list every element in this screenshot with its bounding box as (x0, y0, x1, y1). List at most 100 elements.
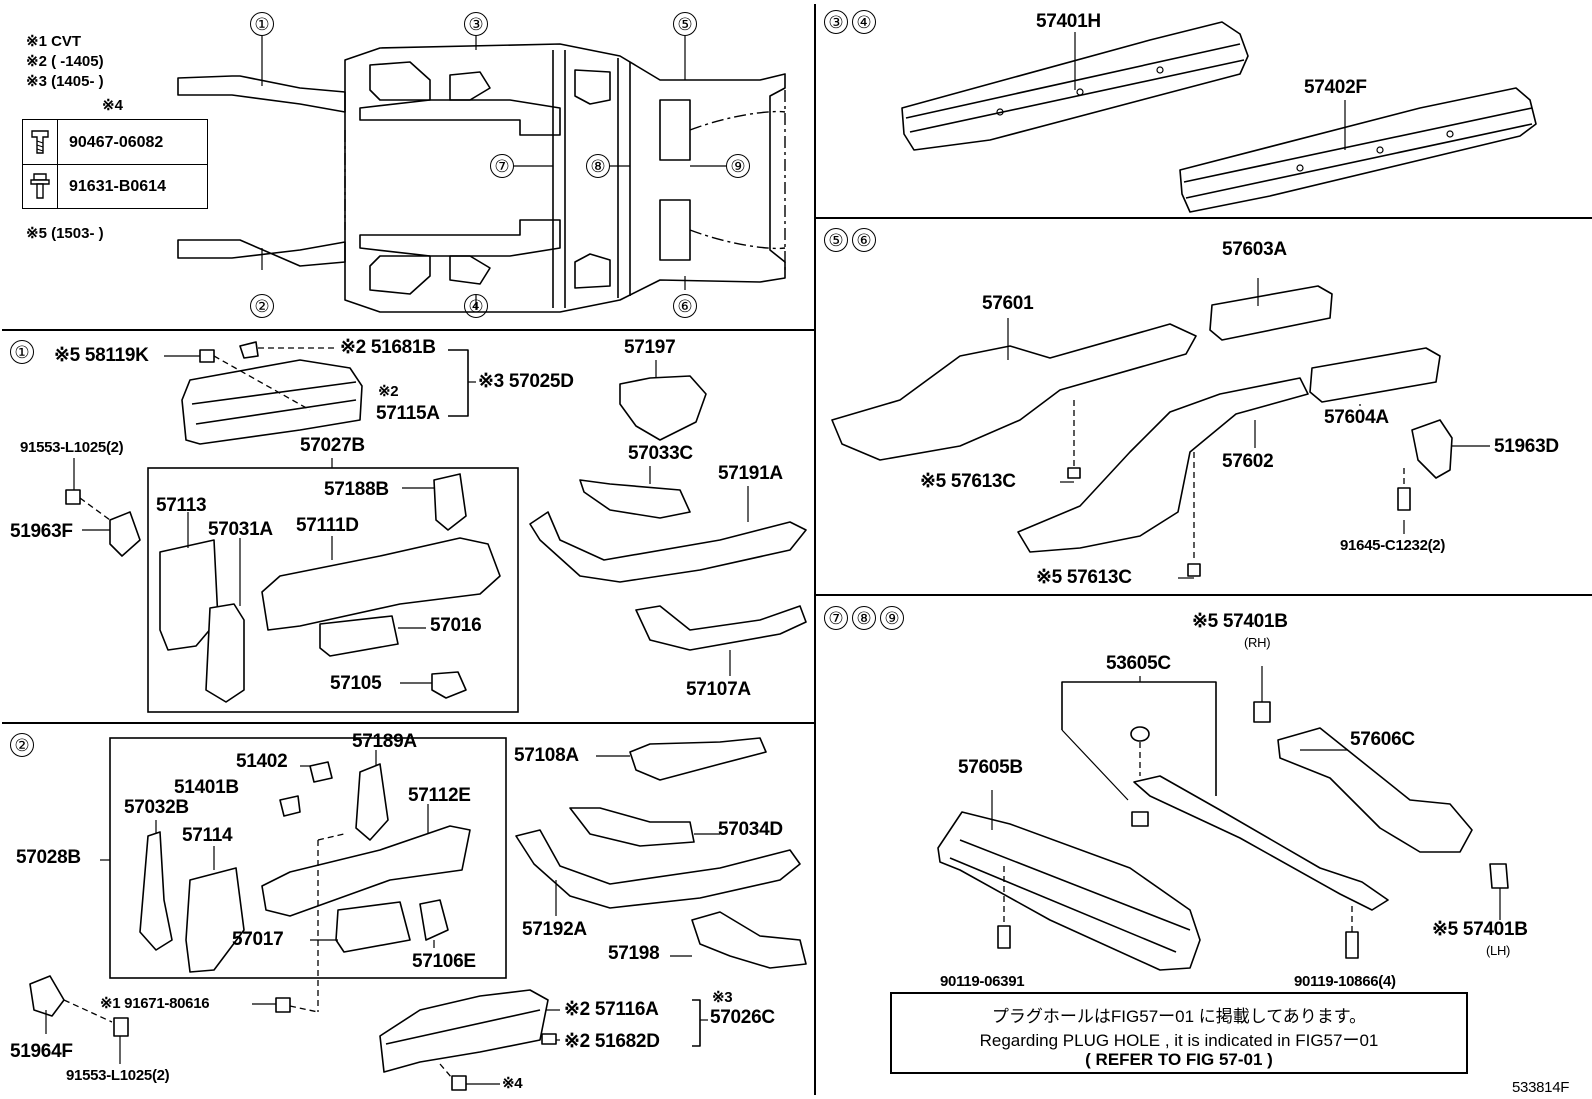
section-head-6: ⑥ (852, 228, 876, 252)
part-label-note: ※3 (712, 989, 733, 1006)
part-label[interactable]: 57401H (1036, 11, 1101, 32)
note-cvt: ※1 CVT (26, 33, 82, 50)
note-from-1405: ※3 (1405- ) (26, 73, 104, 90)
callout-1: ① (250, 12, 274, 36)
fastener-table: 90467-06082 91631-B0614 (22, 119, 208, 209)
part-label[interactable]: 90119-06391 (940, 973, 1025, 990)
part-label-note: ※4 (502, 1075, 523, 1092)
part-label[interactable]: 51964F (10, 1041, 73, 1062)
part-label[interactable]: 57402F (1304, 77, 1367, 98)
part-label[interactable]: 90119-10866(4) (1294, 973, 1396, 990)
section-head-9: ⑨ (880, 606, 904, 630)
figure-code: 533814F (1512, 1079, 1570, 1096)
part-label[interactable]: 57198 (608, 943, 660, 964)
part-label[interactable]: 57032B (124, 797, 189, 818)
fastener-row: 91631-B0614 (23, 164, 207, 208)
part-label[interactable]: 51402 (236, 751, 288, 772)
part-label[interactable]: ※2 57116A (564, 999, 659, 1020)
part-label[interactable]: ※2 51681B (340, 337, 436, 358)
section-head-2: ② (10, 733, 34, 757)
notice-line-ref: ( REFER TO FIG 57-01 ) (1085, 1050, 1273, 1069)
notice-line-jp: プラグホールはFIG57ー01 に掲載してあります。 (991, 1007, 1367, 1026)
bolt-icon (23, 120, 58, 164)
part-label[interactable]: 57016 (430, 615, 482, 636)
section-head-1: ① (10, 340, 34, 364)
fastener-row: 90467-06082 (23, 120, 207, 165)
part-label[interactable]: 57106E (412, 951, 476, 972)
part-label[interactable]: ※5 57613C (1036, 567, 1132, 588)
fastener-number: 91631-B0614 (69, 178, 166, 195)
part-label[interactable]: 57113 (156, 495, 207, 516)
part-label[interactable]: 57189A (352, 731, 417, 752)
part-label[interactable]: 53605C (1106, 653, 1171, 674)
section2-parts (29, 737, 807, 1091)
part-label[interactable]: 57601 (982, 293, 1034, 314)
part-label[interactable]: ※3 57025D (478, 371, 574, 392)
part-label[interactable]: 57034D (718, 819, 783, 840)
part-label-note: ※2 (378, 383, 399, 400)
part-label[interactable]: 91553-L1025(2) (66, 1067, 170, 1084)
section1-parts (65, 341, 807, 713)
section-head-5: ⑤ (824, 228, 848, 252)
members-57605B-57606C (937, 666, 1509, 971)
rails-57401H-57402F (901, 21, 1537, 213)
part-label[interactable]: ※5 57401B (1192, 611, 1288, 632)
part-label[interactable]: ※2 51682D (564, 1031, 660, 1052)
part-label[interactable]: 57606C (1350, 729, 1415, 750)
part-label[interactable]: 57033C (628, 443, 693, 464)
part-label[interactable]: 57603A (1222, 239, 1287, 260)
section-head-8: ⑧ (852, 606, 876, 630)
section-head-3: ③ (824, 10, 848, 34)
note-4: ※4 (102, 97, 123, 114)
part-label[interactable]: 57107A (686, 679, 751, 700)
part-label[interactable]: 57105 (330, 673, 382, 694)
part-label[interactable]: 57112E (408, 785, 471, 806)
notice-line-en: Regarding PLUG HOLE , it is indicated in… (979, 1031, 1379, 1050)
part-label[interactable]: 57188B (324, 479, 389, 500)
part-label[interactable]: ※5 57401B (1432, 919, 1528, 940)
part-label-lh: (LH) (1486, 943, 1511, 958)
part-label[interactable]: 57027B (300, 435, 365, 456)
callout-5: ⑤ (673, 12, 697, 36)
part-label[interactable]: 57031A (208, 519, 273, 540)
part-label[interactable]: 57191A (718, 463, 783, 484)
part-label[interactable]: 51963F (10, 521, 73, 542)
callout-3: ③ (464, 12, 488, 36)
part-label[interactable]: ※5 57613C (920, 471, 1016, 492)
part-label[interactable]: 91645-C1232(2) (1340, 537, 1446, 554)
part-label[interactable]: 57192A (522, 919, 587, 940)
part-label[interactable]: 57114 (182, 825, 233, 846)
part-label[interactable]: ※1 91671-80616 (100, 995, 210, 1012)
section-head-4: ④ (852, 10, 876, 34)
part-label[interactable]: 57111D (296, 515, 359, 536)
members-57601-57602 (831, 278, 1490, 579)
plug-hole-notice: プラグホールはFIG57ー01 に掲載してあります。 Regarding PLU… (890, 992, 1468, 1074)
part-label[interactable]: 91553-L1025(2) (20, 439, 124, 456)
note-from-1503: ※5 (1503- ) (26, 225, 104, 242)
part-label[interactable]: 57602 (1222, 451, 1274, 472)
part-label[interactable]: 57028B (16, 847, 81, 868)
part-label[interactable]: 51963D (1494, 436, 1559, 457)
part-label[interactable]: 51401B (174, 777, 239, 798)
part-label[interactable]: 57604A (1324, 407, 1389, 428)
callout-2: ② (250, 294, 274, 318)
part-label[interactable]: 57108A (514, 745, 579, 766)
part-label[interactable]: 57017 (232, 929, 284, 950)
part-label[interactable]: 57605B (958, 757, 1023, 778)
part-label[interactable]: 57197 (624, 337, 676, 358)
part-label[interactable]: ※5 58119K (54, 345, 149, 366)
callout-7: ⑦ (490, 154, 514, 178)
callout-9: ⑨ (726, 154, 750, 178)
section-head-7: ⑦ (824, 606, 848, 630)
part-label[interactable]: 57115A (376, 403, 440, 424)
part-label[interactable]: 57026C (710, 1007, 775, 1028)
callout-6: ⑥ (673, 294, 697, 318)
note-until-1405: ※2 ( -1405) (26, 53, 104, 70)
fastener-number: 90467-06082 (69, 134, 164, 151)
section-dividers (2, 4, 1592, 1095)
bolt-with-washer-icon (23, 164, 58, 208)
part-label-rh: (RH) (1244, 635, 1271, 650)
callout-4: ④ (464, 294, 488, 318)
